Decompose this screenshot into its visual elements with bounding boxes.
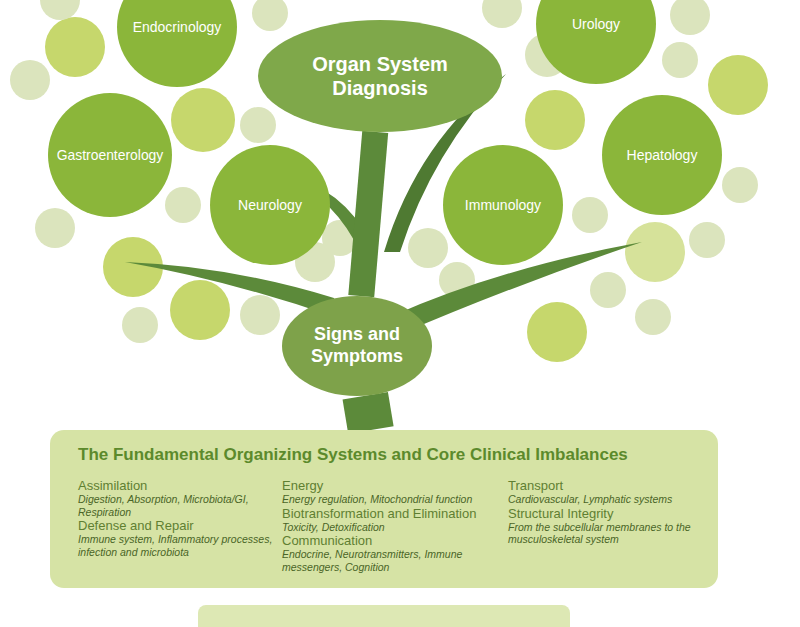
specialty-circle: Hepatology [602, 95, 722, 215]
specialty-circle: Endocrinology [117, 0, 237, 87]
tree-trunk [365, 396, 371, 430]
system-heading: Transport [508, 478, 708, 493]
node-label: Organ System Diagnosis [295, 52, 465, 100]
node-label: Endocrinology [133, 19, 222, 36]
system-heading: Biotransformation and Elimination [282, 506, 504, 521]
system-detail: Toxicity, Detoxification [282, 521, 504, 534]
node-label: Immunology [465, 197, 541, 214]
specialty-circle: Neurology [210, 145, 330, 265]
system-heading: Assimilation [78, 478, 273, 493]
system-detail: Energy regulation, Mitochondrial functio… [282, 493, 504, 506]
system-detail: From the subcellular membranes to the mu… [508, 521, 708, 546]
node-label: Urology [572, 16, 620, 33]
ellipse-outline [117, 0, 237, 87]
system-heading: Structural Integrity [508, 506, 708, 521]
symptoms-ellipse: Signs and Symptoms [282, 296, 432, 396]
node-label: Hepatology [627, 147, 698, 164]
specialty-circle: Urology [536, 0, 656, 84]
system-detail: Endocrine, Neurotransmitters, Immune mes… [282, 548, 504, 573]
tree-trunk [361, 132, 375, 296]
panel-title: The Fundamental Organizing Systems and C… [78, 445, 628, 465]
system-heading: Communication [282, 533, 504, 548]
specialty-circle: Gastroenterology [48, 93, 172, 217]
node-label: Signs and Symptoms [301, 324, 413, 367]
ellipse-outline [258, 20, 502, 132]
specialty-circle: Immunology [443, 145, 563, 265]
ellipse-outline [536, 0, 656, 84]
node-label: Neurology [238, 197, 302, 214]
system-heading: Energy [282, 478, 504, 493]
system-detail: Digestion, Absorption, Microbiota/GI, Re… [78, 493, 273, 518]
system-detail: Cardiovascular, Lymphatic systems [508, 493, 708, 506]
system-heading: Defense and Repair [78, 518, 273, 533]
node-label: Gastroenterology [57, 147, 164, 164]
diagnosis-ellipse: Organ System Diagnosis [258, 20, 502, 132]
system-detail: Immune system, Inflammatory processes, i… [78, 533, 273, 558]
lower-panel [198, 605, 570, 627]
systems-panel: The Fundamental Organizing Systems and C… [50, 430, 718, 588]
